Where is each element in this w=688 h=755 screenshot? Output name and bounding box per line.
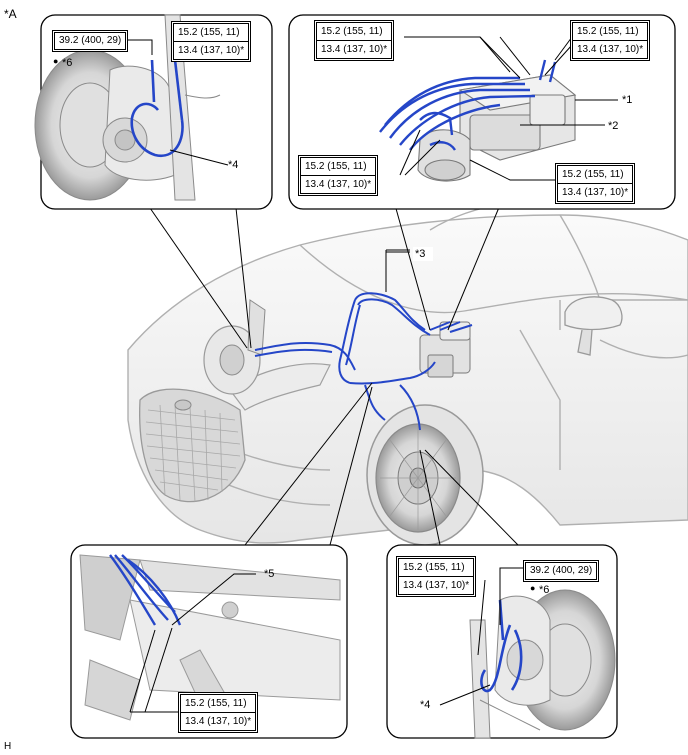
- callout-lines: [149, 204, 519, 546]
- torque-value-alt: 13.4 (137, 10)*: [174, 41, 249, 59]
- left-hub-assembly: [203, 299, 266, 395]
- corner-label: *A: [4, 7, 17, 21]
- callout-4-right: *4: [420, 699, 431, 711]
- left-bullet: ●: [53, 56, 58, 66]
- torque-value: 39.2 (400, 29): [59, 35, 122, 46]
- side-mirror: [564, 296, 623, 356]
- front-wheel: [366, 404, 484, 546]
- brake-lines-car: [254, 292, 473, 431]
- right-bullet: ●: [530, 583, 535, 593]
- torque-value: 15.2 (155, 11): [185, 698, 247, 709]
- torque-abs-bottom-right: 15.2 (155, 11) 13.4 (137, 10)*: [555, 163, 636, 204]
- torque-value: 15.2 (155, 11): [562, 169, 624, 180]
- headlight: [229, 363, 331, 411]
- footer-label: H: [4, 741, 12, 752]
- panel-left-wheel: ●: [34, 14, 273, 210]
- torque-value-alt: 13.4 (137, 10)*: [301, 175, 376, 193]
- callout-6-right: *6: [539, 584, 550, 596]
- front-grille: [139, 388, 246, 503]
- callout-2: *2: [608, 120, 619, 132]
- torque-value-alt: 13.4 (137, 10)*: [573, 40, 648, 58]
- torque-value-alt: 13.4 (137, 10)*: [399, 576, 474, 594]
- torque-value: 15.2 (155, 11): [321, 26, 383, 37]
- panel-abs-actuator: [288, 14, 676, 210]
- panel-frame-closeup: [70, 544, 348, 739]
- callout-3: *3: [413, 247, 434, 261]
- torque-abs-bottom-left: 15.2 (155, 11) 13.4 (137, 10)*: [298, 155, 379, 196]
- torque-value-alt: 13.4 (137, 10)*: [317, 40, 392, 58]
- callout-5: *5: [264, 568, 275, 580]
- torque-value: 15.2 (155, 11): [403, 562, 465, 573]
- torque-right-bottom-single: 39.2 (400, 29): [523, 560, 600, 582]
- torque-value: 39.2 (400, 29): [530, 565, 593, 576]
- torque-left-top: 15.2 (155, 11) 13.4 (137, 10)*: [171, 21, 252, 62]
- torque-abs-top-left: 15.2 (155, 11) 13.4 (137, 10)*: [314, 20, 395, 61]
- callout-6-left: *6: [62, 57, 73, 69]
- torque-value-alt: 13.4 (137, 10)*: [558, 183, 633, 201]
- torque-abs-top-right: 15.2 (155, 11) 13.4 (137, 10)*: [570, 20, 651, 61]
- torque-frame-bottom: 15.2 (155, 11) 13.4 (137, 10)*: [178, 692, 259, 733]
- callout-4-left: *4: [228, 159, 239, 171]
- torque-value: 15.2 (155, 11): [178, 27, 240, 38]
- callout-1: *1: [622, 94, 633, 106]
- torque-right-bottom: 15.2 (155, 11) 13.4 (137, 10)*: [396, 556, 477, 597]
- torque-value: 15.2 (155, 11): [305, 161, 367, 172]
- torque-left-top-single: 39.2 (400, 29): [52, 30, 129, 52]
- torque-value-alt: 13.4 (137, 10)*: [181, 712, 256, 730]
- torque-value: 15.2 (155, 11): [577, 26, 639, 37]
